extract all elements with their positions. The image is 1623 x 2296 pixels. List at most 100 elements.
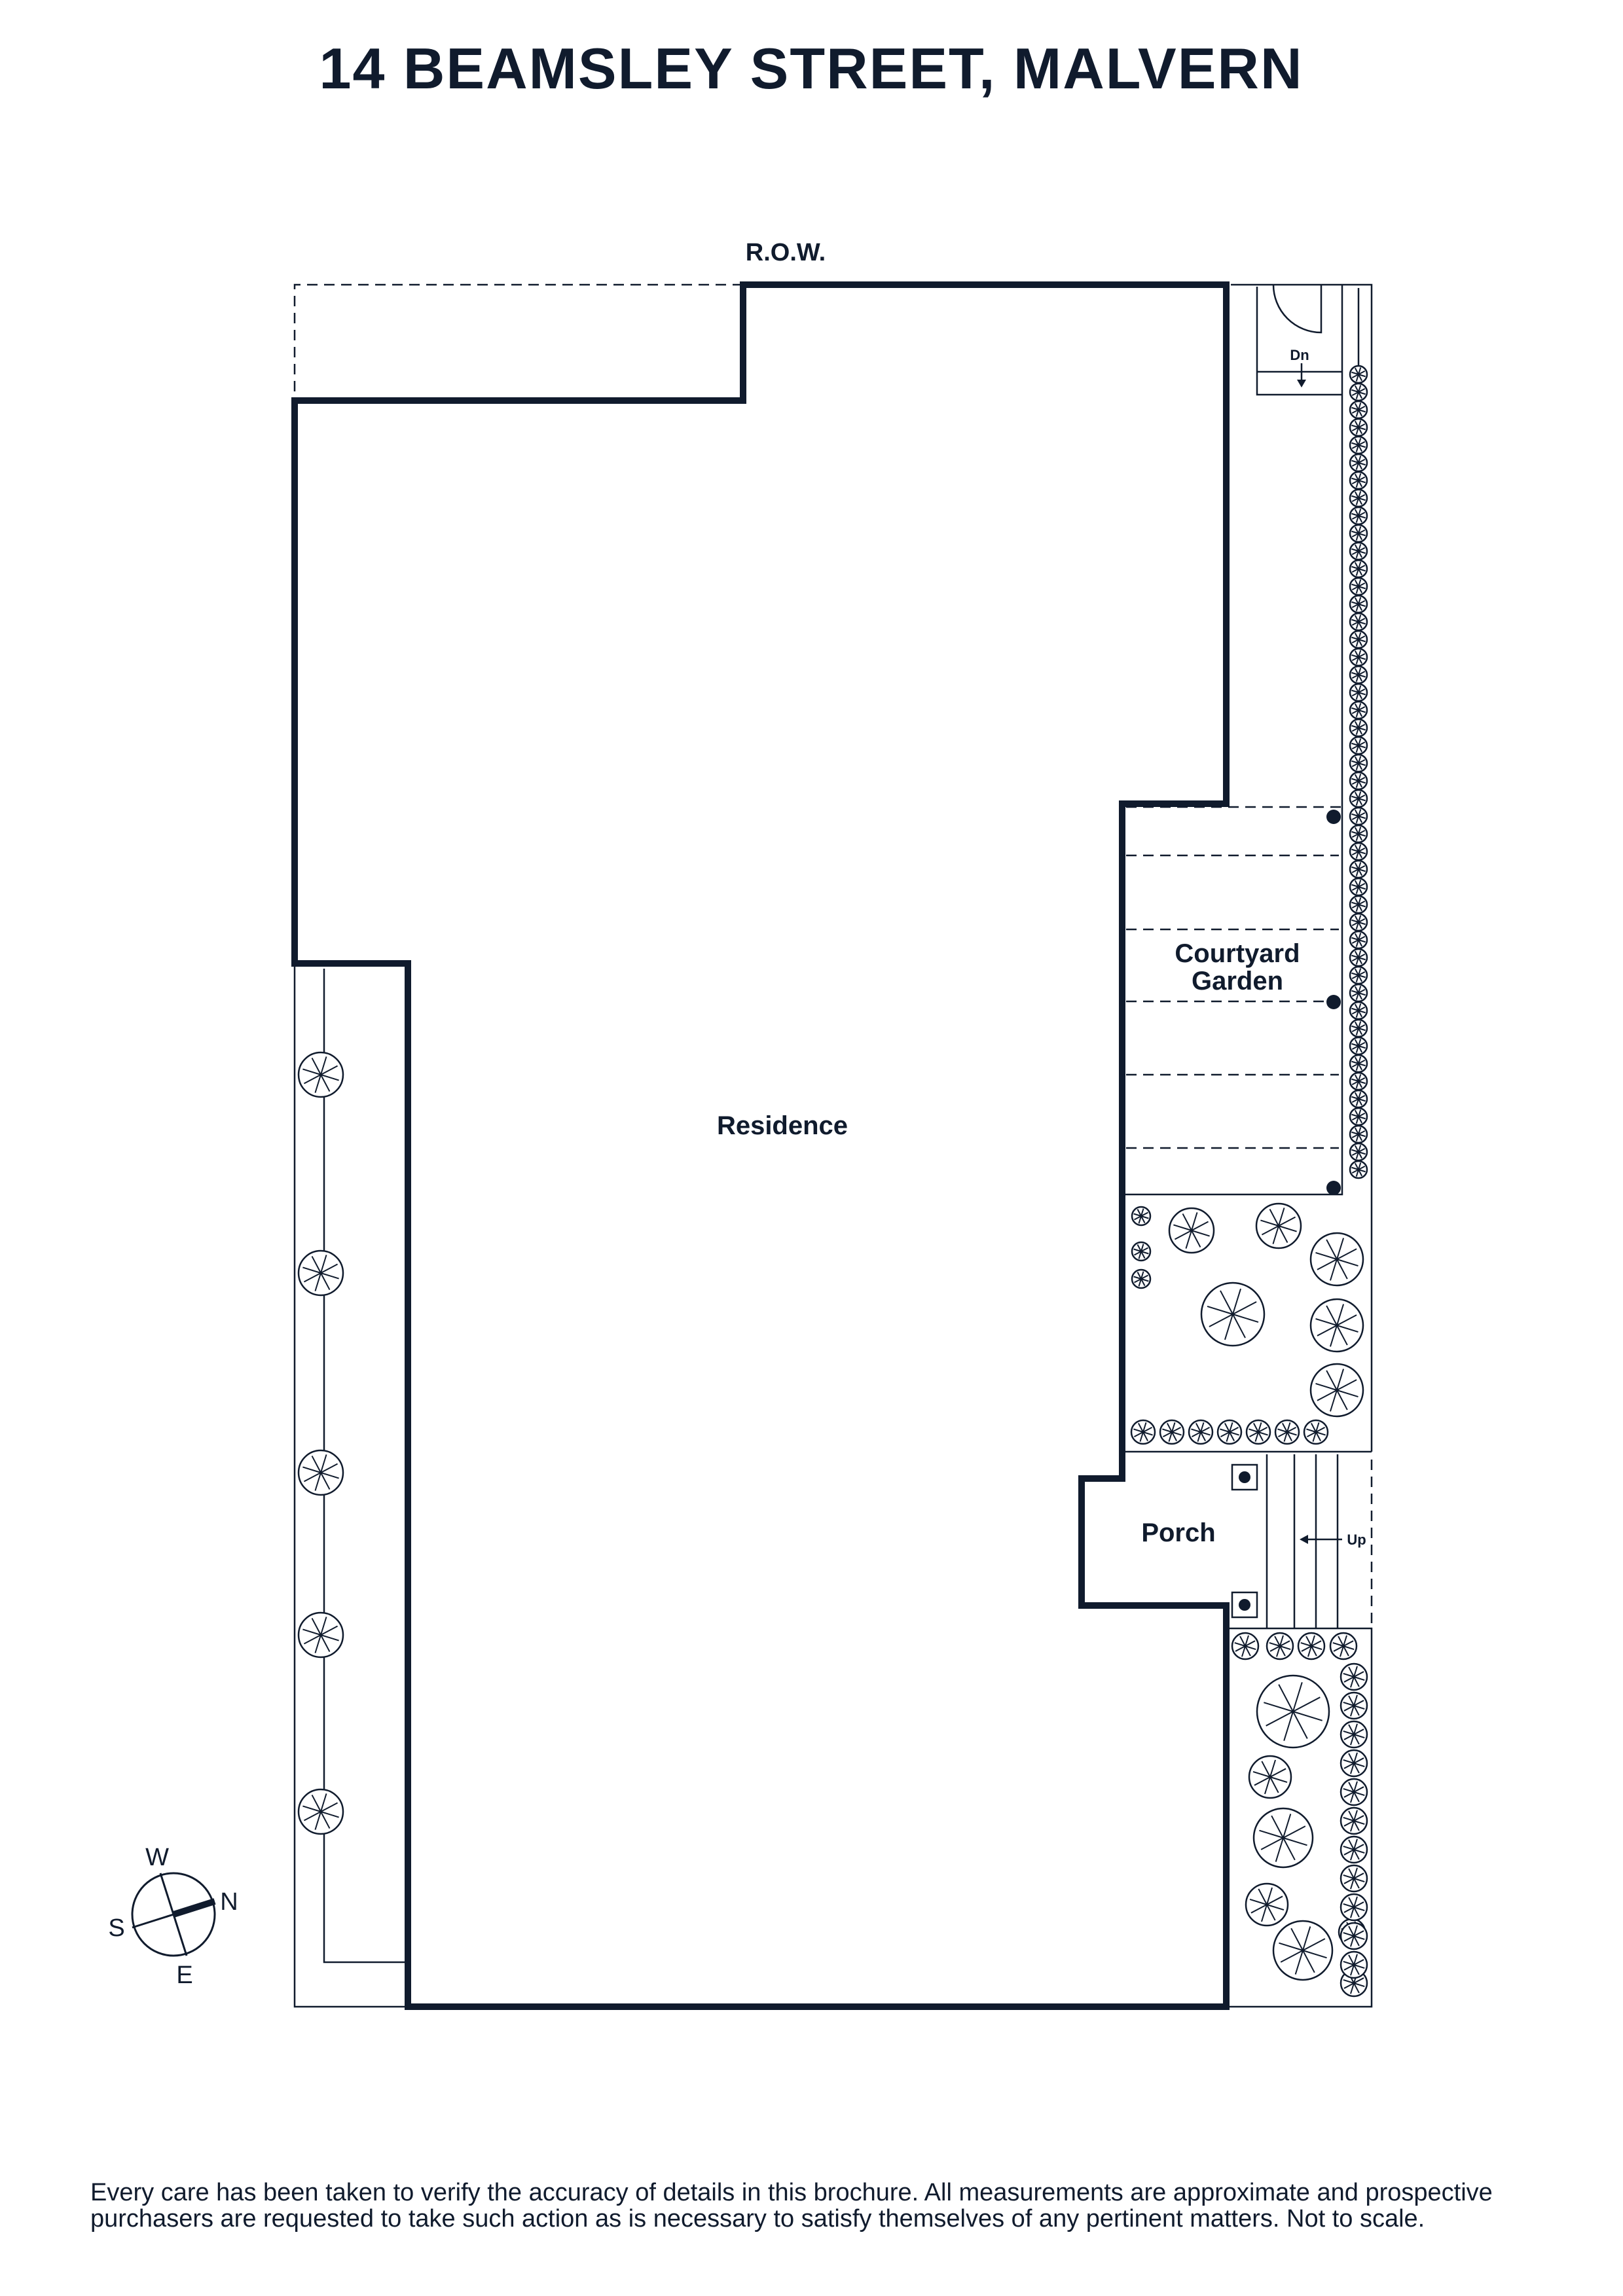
porch-posts xyxy=(1231,1463,1258,1619)
hedge-shrub-icon xyxy=(1349,983,1368,1003)
tree-icon xyxy=(297,1249,344,1297)
compass-east: E xyxy=(176,1962,192,1989)
border-shrub-icon xyxy=(1216,1419,1243,1445)
border-shrub-icon xyxy=(1340,1835,1368,1864)
tree-icon xyxy=(297,1051,344,1098)
garden-tree-icon xyxy=(1266,1632,1294,1660)
hedge-shrub-icon xyxy=(1349,541,1368,561)
row-label: R.O.W. xyxy=(746,239,826,266)
garden-tree-icon xyxy=(1252,1807,1314,1869)
courtyard-label-line2: Garden xyxy=(1192,967,1283,996)
border-shrub-icon xyxy=(1274,1419,1300,1445)
border-shrub-icon xyxy=(1340,1691,1368,1720)
garden-tree-icon xyxy=(1168,1207,1215,1254)
border-shrub-icon xyxy=(1340,1864,1368,1893)
hedge-shrub-icon xyxy=(1349,506,1368,526)
hedge-shrub-icon xyxy=(1349,665,1368,685)
hedge-shrub-icon xyxy=(1349,1107,1368,1126)
hedge-shrub-icon xyxy=(1349,1036,1368,1056)
hedge-shrub-icon xyxy=(1349,1124,1368,1144)
hedge-shrub-icon xyxy=(1349,612,1368,632)
hedge-shrub-icon xyxy=(1349,948,1368,967)
border-shrub-icon xyxy=(1245,1419,1271,1445)
border-shrub-icon xyxy=(1340,1720,1368,1749)
border-shrub-icon xyxy=(1340,1662,1368,1691)
hedge-shrub-icon xyxy=(1349,895,1368,914)
hedge-shrub-icon xyxy=(1349,594,1368,614)
hedge-shrub-icon xyxy=(1349,700,1368,720)
border-shrub-icon xyxy=(1340,1778,1368,1806)
garden-tree-icon xyxy=(1297,1632,1326,1660)
border-shrub-icon xyxy=(1340,1922,1368,1950)
hedge-shrub-icon xyxy=(1349,1089,1368,1109)
tree-icon xyxy=(297,1788,344,1835)
border-shrub-icon xyxy=(1340,1806,1368,1835)
border-shrub-icon xyxy=(1303,1419,1329,1445)
hedge-shrub-icon xyxy=(1349,418,1368,437)
compass-south: S xyxy=(108,1914,124,1942)
hedge-shrub-icon xyxy=(1349,736,1368,755)
hedge-shrub-icon xyxy=(1349,647,1368,667)
stairs-up-label: Up xyxy=(1347,1532,1366,1548)
garden-tree-icon xyxy=(1131,1241,1152,1262)
hedge-shrub-icon xyxy=(1349,842,1368,861)
hedge-shrub-icon xyxy=(1349,771,1368,791)
border-shrub-icon xyxy=(1340,1950,1368,1979)
hedge-shrub-icon xyxy=(1349,365,1368,384)
courtyard-label-line1: Courtyard xyxy=(1175,939,1300,968)
hedge-shrub-icon xyxy=(1349,488,1368,508)
hedge-shrub-icon xyxy=(1349,718,1368,738)
border-shrub-icon xyxy=(1130,1419,1156,1445)
residence-label: Residence xyxy=(717,1111,848,1140)
hedge-shrub-icon xyxy=(1349,1001,1368,1020)
hedge-shrub-icon xyxy=(1349,524,1368,543)
hedge-shrub-icon xyxy=(1349,471,1368,490)
hedge-shrub-icon xyxy=(1349,683,1368,702)
hedge-shrub-icon xyxy=(1349,559,1368,579)
hedge-shrub-icon xyxy=(1349,577,1368,596)
garden-tree-icon xyxy=(1131,1268,1152,1289)
hedge-shrub-icon xyxy=(1349,1142,1368,1162)
tree-icon xyxy=(297,1611,344,1659)
garden-tree-icon xyxy=(1131,1206,1152,1227)
hedge-shrub-icon xyxy=(1349,435,1368,455)
garden-tree-icon xyxy=(1309,1363,1364,1418)
hedge-shrub-icon xyxy=(1349,382,1368,402)
front-garden xyxy=(1226,1627,1373,2008)
side-trees-left xyxy=(297,1051,344,1835)
hedge-shrub-icon xyxy=(1349,630,1368,649)
hedge-shrub-icon xyxy=(1349,912,1368,932)
garden-tree-icon xyxy=(1329,1632,1358,1660)
hedge-shrub-icon xyxy=(1349,753,1368,773)
hedge-shrub-icon xyxy=(1349,1018,1368,1038)
hedge-shrub-icon xyxy=(1349,859,1368,879)
compass-north: N xyxy=(220,1888,238,1916)
side-strip-left xyxy=(293,963,408,2008)
hedge-shrub-icon xyxy=(1349,789,1368,808)
garden-tree-icon xyxy=(1256,1674,1330,1749)
border-shrub-icon xyxy=(1159,1419,1185,1445)
garden-tree-icon xyxy=(1309,1232,1364,1287)
hedge-shrub-icon xyxy=(1349,1071,1368,1091)
garden-tree-icon xyxy=(1272,1920,1334,1981)
hedge-shrub-icon xyxy=(1349,806,1368,826)
courtyard-garden xyxy=(1126,806,1342,1195)
hedge-shrub-icon xyxy=(1349,453,1368,473)
garden-tree-icon xyxy=(1200,1282,1266,1347)
garden-trees xyxy=(1130,1202,1368,1998)
garden-tree-icon xyxy=(1309,1298,1364,1353)
residence-outline xyxy=(291,281,1230,2010)
row-boundary xyxy=(293,283,743,391)
hedge-shrub-icon xyxy=(1349,965,1368,985)
stairs-down-label: Dn xyxy=(1290,347,1309,363)
border-shrub-icon xyxy=(1340,1893,1368,1922)
garden-tree-icon xyxy=(1245,1882,1289,1927)
page-title: 14 BEAMSLEY STREET, MALVERN xyxy=(319,36,1304,101)
tree-icon xyxy=(297,1449,344,1496)
garden-tree-icon xyxy=(1231,1632,1260,1660)
entry-steps xyxy=(1266,1454,1373,1628)
compass xyxy=(131,1872,216,1957)
border-shrub-icon xyxy=(1188,1419,1214,1445)
hedge-shrub-icon xyxy=(1349,1160,1368,1179)
